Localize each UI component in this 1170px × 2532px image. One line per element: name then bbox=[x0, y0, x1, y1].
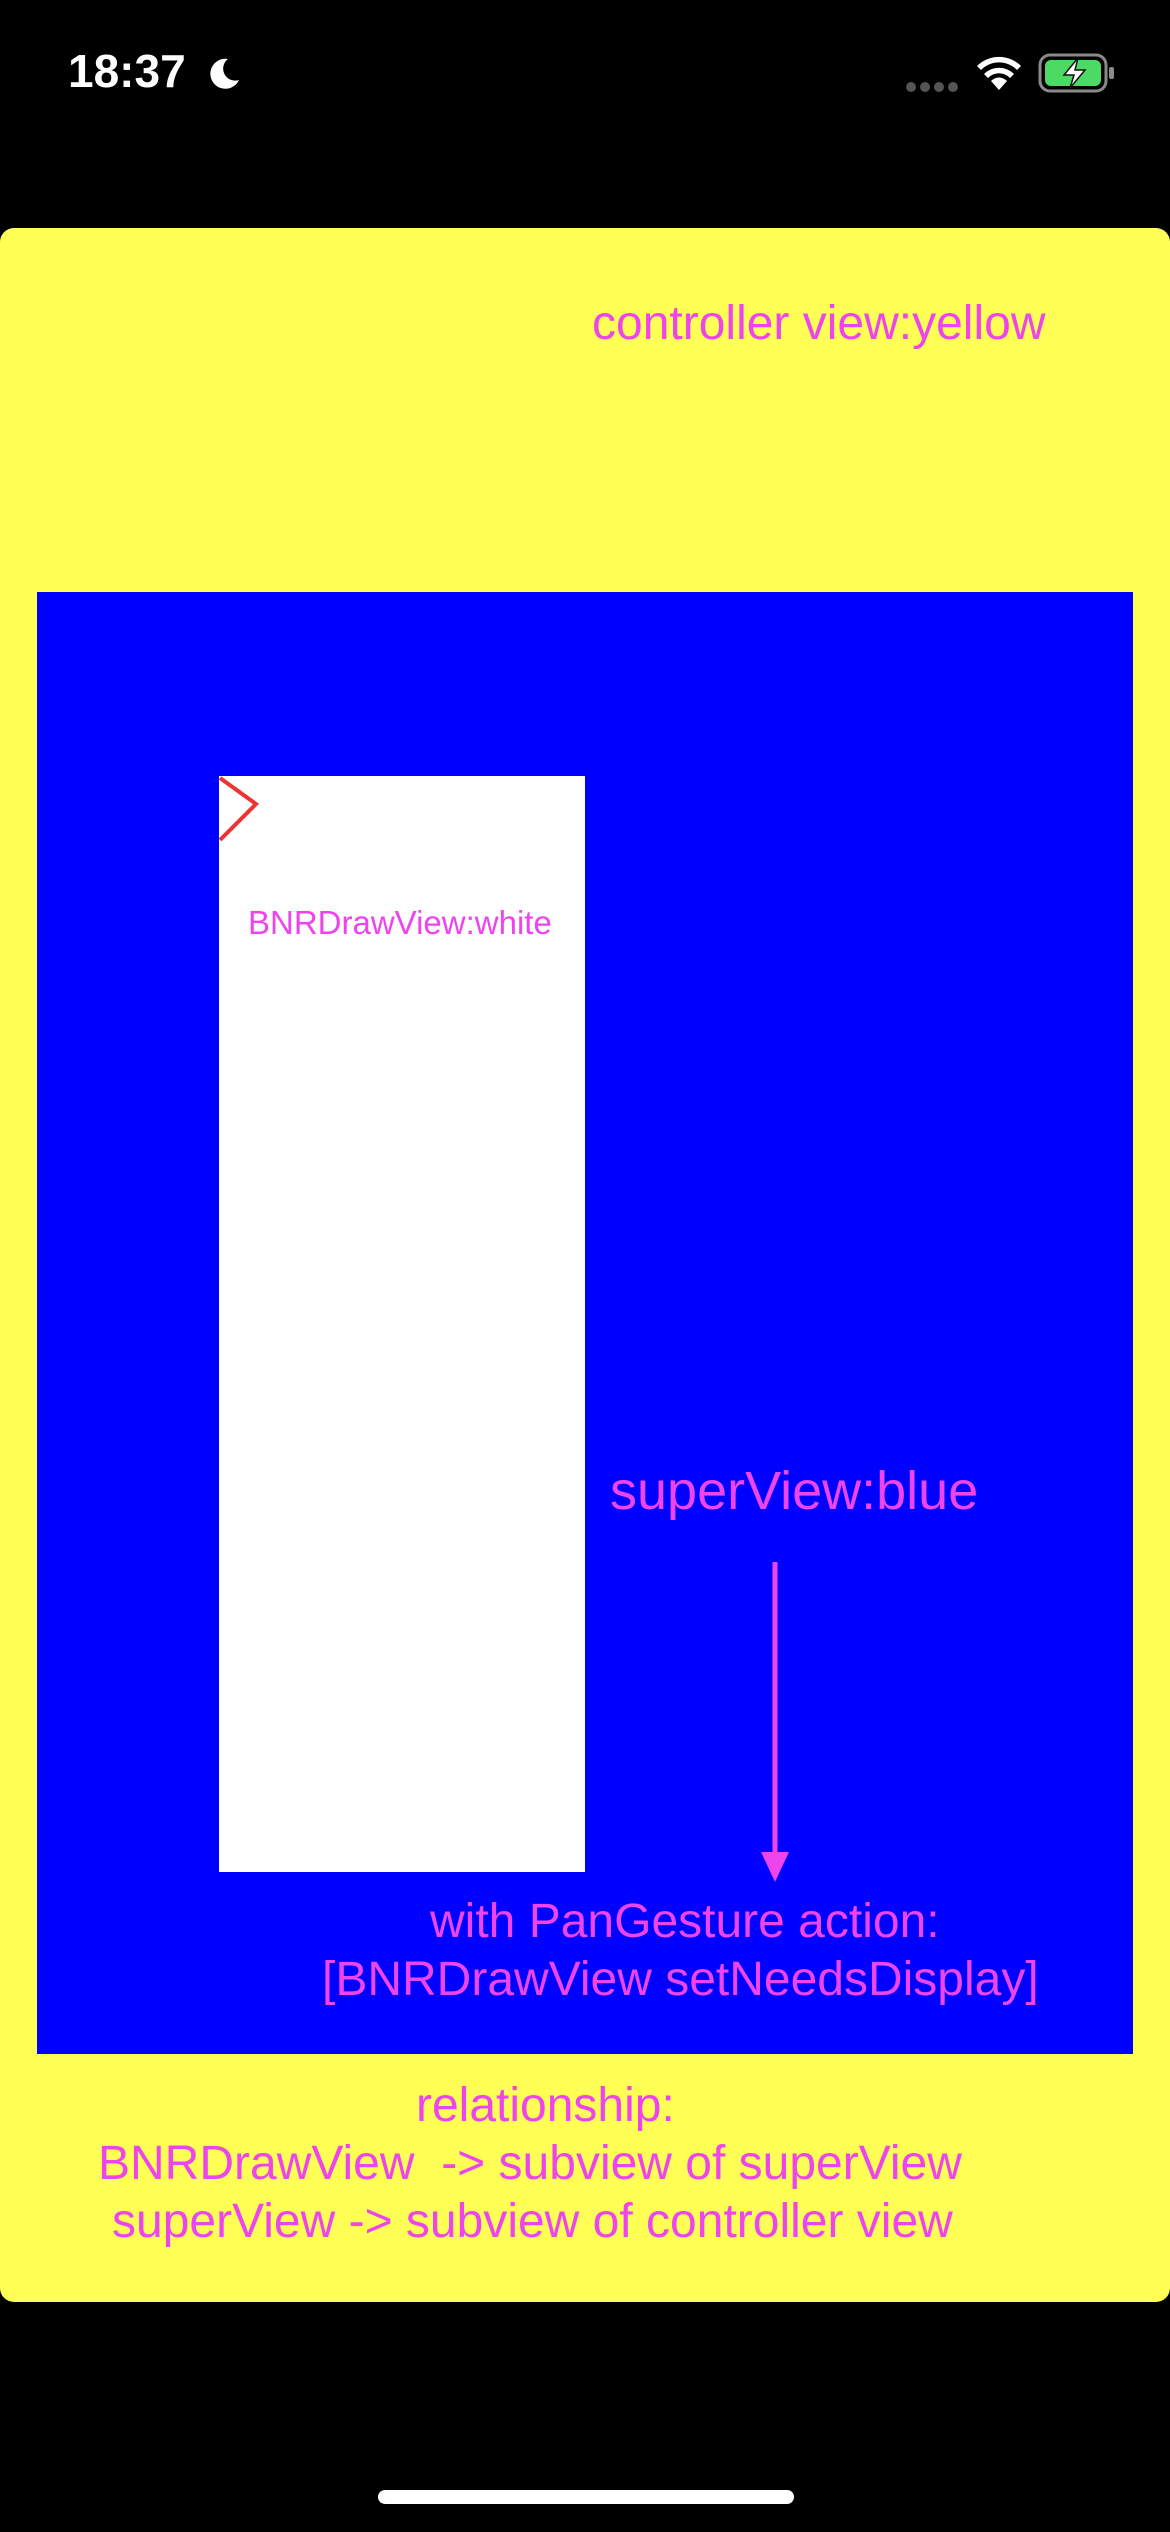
pan-gesture-label: with PanGesture action: bbox=[430, 1895, 940, 1948]
pan-gesture-action-label: [BNRDrawView setNeedsDisplay] bbox=[322, 1953, 1039, 2006]
draw-view[interactable] bbox=[219, 776, 585, 1872]
relationship-line-1: BNRDrawView -> subview of superView bbox=[98, 2137, 962, 2190]
status-time: 18:37 bbox=[68, 45, 186, 97]
super-view[interactable] bbox=[37, 592, 1133, 2054]
battery-charging-icon bbox=[1038, 53, 1114, 93]
moon-icon bbox=[210, 58, 239, 89]
super-view-label: superView:blue bbox=[610, 1461, 979, 1521]
wifi-icon bbox=[977, 56, 1021, 90]
signal-icon bbox=[906, 82, 958, 92]
drawn-zigzag-stroke bbox=[218, 776, 260, 842]
status-bar: 18:37 bbox=[0, 0, 1170, 150]
relationship-title: relationship: bbox=[416, 2079, 675, 2132]
down-arrow-icon bbox=[761, 1562, 789, 1882]
controller-view-label: controller view:yellow bbox=[592, 297, 1046, 350]
home-indicator[interactable] bbox=[378, 2490, 794, 2504]
relationship-line-2: superView -> subview of controller view bbox=[112, 2195, 953, 2248]
draw-view-label: BNRDrawView:white bbox=[248, 904, 552, 941]
